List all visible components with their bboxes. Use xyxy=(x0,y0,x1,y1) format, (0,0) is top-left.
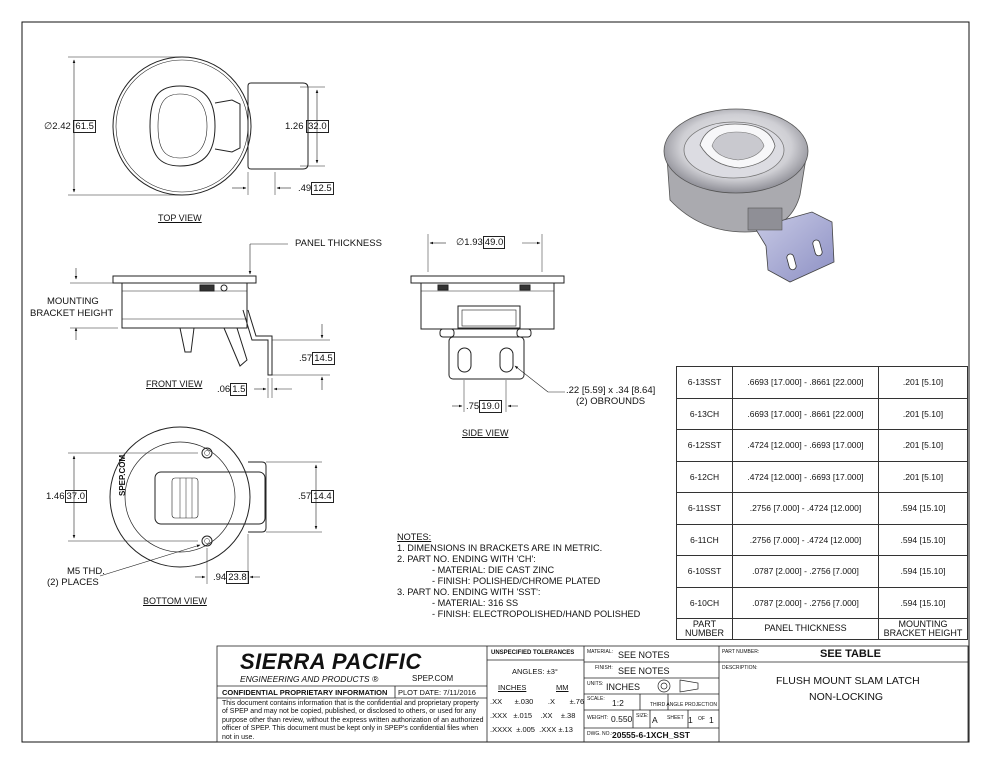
table-row: 6-13CH.6693 [17.000] - .8661 [22.000].20… xyxy=(676,397,968,430)
company-name: SIERRA PACIFIC xyxy=(240,649,422,674)
description-line-1: FLUSH MOUNT SLAM LATCH xyxy=(776,675,920,687)
table-row: 6-11SST.2756 [7.000] - .4724 [12.000].59… xyxy=(676,492,968,525)
note-line: - FINISH: POLISHED/CHROME PLATED xyxy=(432,576,601,586)
obround-dim: .22 [5.59] x .34 [8.64] xyxy=(566,385,656,396)
dwg-no-label: DWG. NO.: xyxy=(587,731,613,737)
table-row: 6-12CH.4724 [12.000] - .6693 [17.000].20… xyxy=(676,460,968,493)
bottom-view-label: BOTTOM VIEW xyxy=(143,596,207,606)
dwg-no-value: 20555-6-1XCH_SST xyxy=(612,730,690,740)
sheet-label: SHEET xyxy=(667,715,684,721)
note-line: - FINISH: ELECTROPOLISHED/HAND POLISHED xyxy=(432,609,641,619)
material-label: MATERIAL: xyxy=(587,649,614,655)
note-line: 3. PART NO. ENDING WITH 'SST': xyxy=(397,587,541,597)
mounting-label-1: MOUNTING xyxy=(47,296,99,307)
table-row: 6-12SST.4724 [12.000] - .6693 [17.000].2… xyxy=(676,429,968,462)
header-part-number: PART NUMBER xyxy=(676,618,733,640)
of-label: OF xyxy=(698,716,705,722)
m5-label-2: (2) PLACES xyxy=(47,577,99,588)
table-row: 6-10SST.0787 [2.000] - .2756 [7.000].594… xyxy=(676,555,968,588)
note-line: - MATERIAL: 316 SS xyxy=(432,598,519,608)
units-label: UNITS: xyxy=(587,681,604,687)
notes-title: NOTES: xyxy=(397,532,432,542)
top-diameter-dim: ∅2.42 61.5 xyxy=(44,120,96,133)
tolerance-row: .XXX ±.015 .XX ±.38 xyxy=(490,711,576,720)
projection-label: THIRD ANGLE PROJECTION xyxy=(650,702,717,708)
tolerances-mm-header: MM xyxy=(556,683,569,692)
note-line: 1. DIMENSIONS IN BRACKETS ARE IN METRIC. xyxy=(397,543,603,553)
size-label: SIZE: xyxy=(636,713,649,719)
title-block-lines xyxy=(216,645,969,743)
obround-count: (2) OBROUNDS xyxy=(576,396,646,407)
isometric-render xyxy=(663,108,835,283)
top-view-label: TOP VIEW xyxy=(158,213,202,223)
finish-label: FINISH: xyxy=(595,665,613,671)
parts-table: 6-13SST.6693 [17.000] - .8661 [22.000].2… xyxy=(676,366,968,640)
company-website: SPEP.COM xyxy=(412,674,454,683)
size-value: A xyxy=(652,715,658,725)
plot-date: PLOT DATE: 7/11/2016 xyxy=(398,688,476,697)
header-panel-thickness: PANEL THICKNESS xyxy=(732,618,879,640)
of-value: 1 xyxy=(709,715,714,725)
table-row: 6-11CH.2756 [7.000] - .4724 [12.000].594… xyxy=(676,523,968,556)
top-view-geometry xyxy=(68,56,325,196)
tolerance-row: .XX ±.030 .X ±.76 xyxy=(490,697,585,706)
bottom-view-geometry xyxy=(68,426,322,584)
weight-value: 0.550 xyxy=(611,714,633,724)
finish-value: SEE NOTES xyxy=(618,666,670,676)
note-line: 2. PART NO. ENDING WITH 'CH': xyxy=(397,554,536,564)
top-height-dim: 1.26 32.0 xyxy=(285,120,329,133)
part-number-label: PART NUMBER: xyxy=(722,649,760,655)
diameter-symbol: ∅ xyxy=(44,121,53,132)
m5-label-1: M5 THD. xyxy=(67,566,105,577)
front-view-geometry xyxy=(70,243,330,398)
material-value: SEE NOTES xyxy=(618,650,670,660)
spep-mark: SPEP.COM xyxy=(118,454,127,496)
note-line: - MATERIAL: DIE CAST ZINC xyxy=(432,565,555,575)
side-view-geometry xyxy=(410,234,565,412)
table-row: 6-13SST.6693 [17.000] - .8661 [22.000].2… xyxy=(676,366,968,399)
panel-thickness-label: PANEL THICKNESS xyxy=(295,238,382,249)
scale-value: 1:2 xyxy=(612,698,624,708)
registered-mark: ® xyxy=(371,674,379,684)
tolerances-angles: ANGLES: ±3° xyxy=(512,667,558,676)
part-number-value: SEE TABLE xyxy=(820,648,881,660)
side-view-label: SIDE VIEW xyxy=(462,428,509,438)
table-header-row: PART NUMBER PANEL THICKNESS MOUNTING BRA… xyxy=(676,618,968,640)
description-label: DESCRIPTION: xyxy=(722,665,758,671)
units-value: INCHES xyxy=(606,682,641,692)
tolerance-row: .XXXX ±.005 .XXX ±.13 xyxy=(490,725,573,734)
table-row: 6-10CH.0787 [2.000] - .2756 [7.000].594 … xyxy=(676,586,968,619)
front-view-label: FRONT VIEW xyxy=(146,379,203,389)
confidential-label: CONFIDENTIAL PROPRIETARY INFORMATION xyxy=(222,688,388,697)
mounting-label-2: BRACKET HEIGHT xyxy=(30,308,114,319)
disclaimer-text: This document contains information that … xyxy=(222,700,484,741)
company-subtitle: ENGINEERING AND PRODUCTS ® xyxy=(240,674,379,684)
sheet-value: 1 xyxy=(688,715,693,725)
scale-label: SCALE: xyxy=(587,696,605,702)
header-bracket-height: MOUNTING BRACKET HEIGHT xyxy=(878,618,968,640)
tolerances-inches-header: INCHES xyxy=(498,683,527,692)
weight-label: WEIGHT: xyxy=(587,715,608,721)
third-angle-projection-icon xyxy=(657,679,699,693)
description-line-2: NON-LOCKING xyxy=(809,691,884,703)
tolerances-title: UNSPECIFIED TOLERANCES xyxy=(491,650,575,656)
